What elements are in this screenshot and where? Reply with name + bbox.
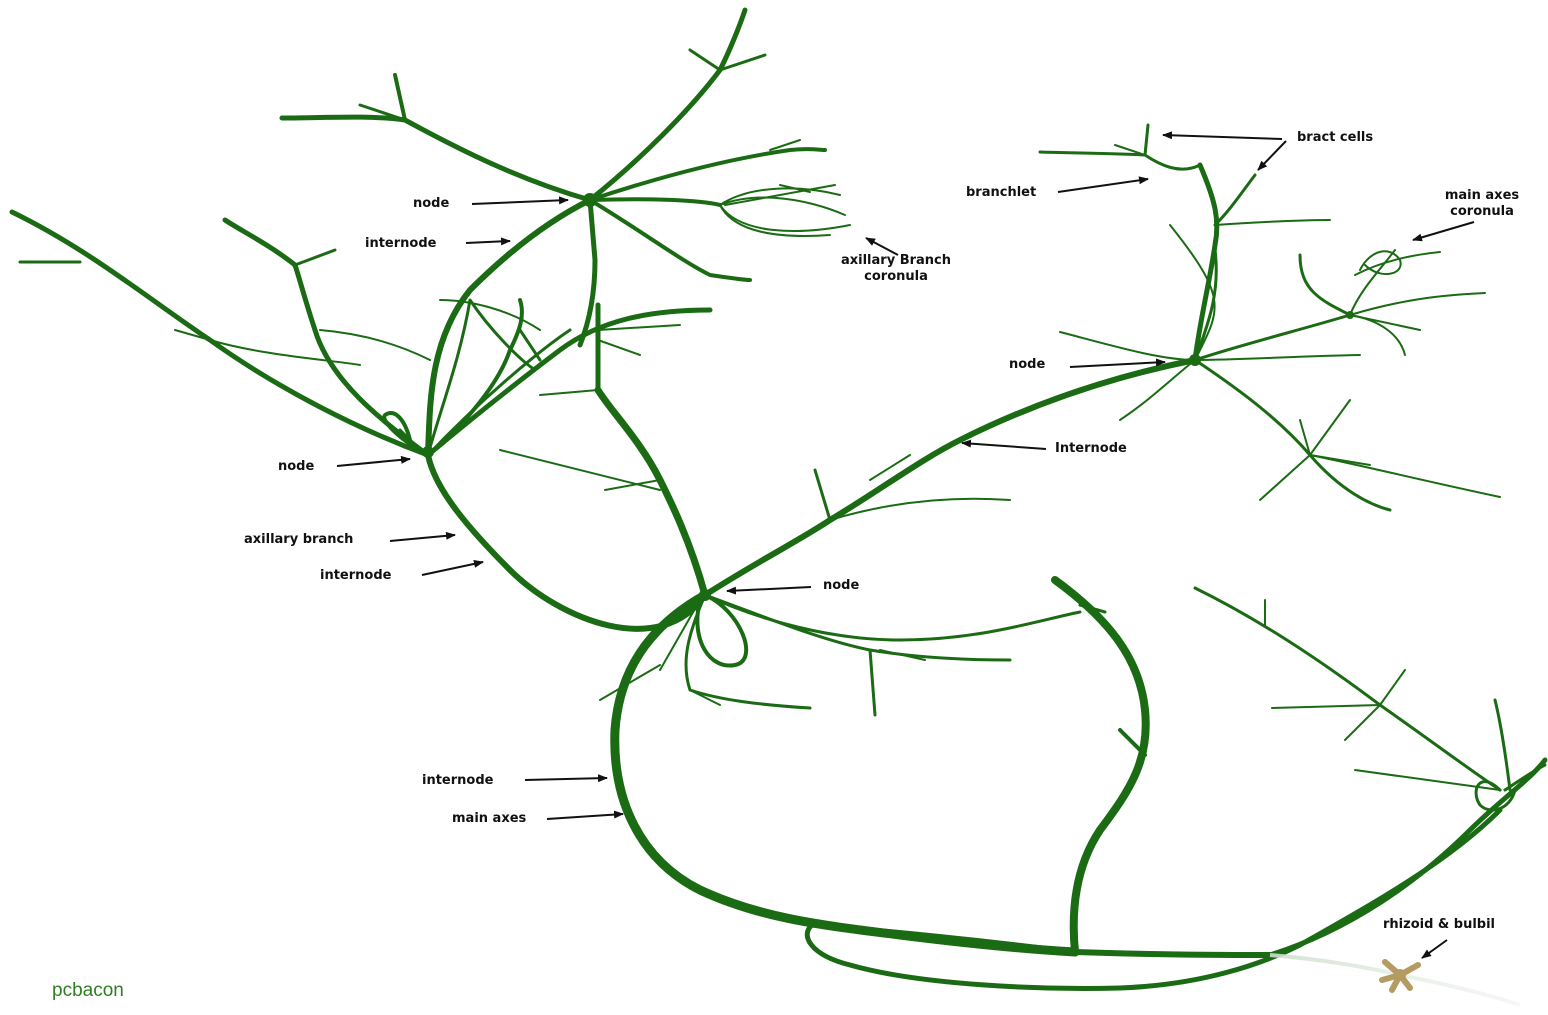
label-main-axes-coronula-line2: coronula xyxy=(1432,204,1532,220)
label-axillary-branch-coronula: axillary Branch coronula xyxy=(826,253,966,285)
label-axillary-branch-coronula-line1: axillary Branch xyxy=(826,253,966,269)
lower-right-branches xyxy=(1195,588,1545,810)
label-main-axes: main axes xyxy=(452,811,526,827)
label-internode-top: internode xyxy=(365,236,436,252)
label-axillary-branch-coronula-line2: coronula xyxy=(826,269,966,285)
label-bract-cells: bract cells xyxy=(1297,130,1373,146)
rhizoid-bulbil xyxy=(1270,955,1520,1005)
left-node-branches xyxy=(12,200,710,458)
label-node-left: node xyxy=(278,459,314,475)
label-internode-right: Internode xyxy=(1055,441,1127,457)
label-main-axes-coronula-line1: main axes xyxy=(1432,188,1532,204)
label-node-center: node xyxy=(823,578,859,594)
label-internode-lower: internode xyxy=(422,773,493,789)
label-branchlet: branchlet xyxy=(966,185,1036,201)
top-node-branches xyxy=(282,10,850,345)
label-main-axes-coronula: main axes coronula xyxy=(1432,188,1532,220)
watermark-pcbacon: pcbacon xyxy=(52,980,124,1002)
label-node-top: node xyxy=(413,196,449,212)
label-internode-left: internode xyxy=(320,568,391,584)
label-node-right: node xyxy=(1009,357,1045,373)
label-rhizoid-bulbil: rhizoid & bulbil xyxy=(1383,917,1495,933)
label-axillary-branch: axillary branch xyxy=(244,532,353,548)
